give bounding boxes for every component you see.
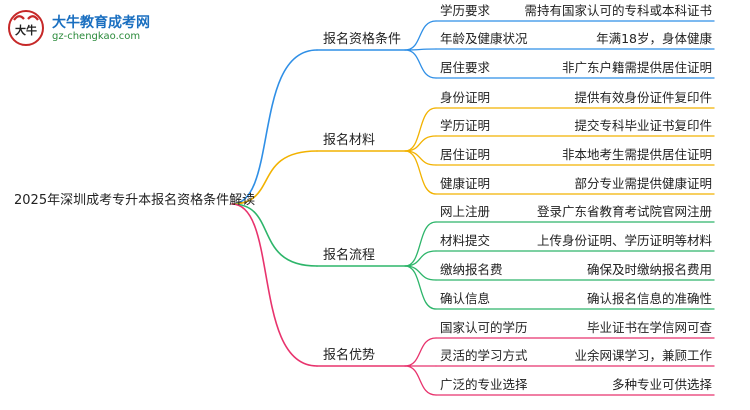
item-description: 非广东户籍需提供居住证明 — [561, 60, 712, 75]
branch-to-item-connector — [404, 150, 437, 195]
item-description: 需持有国家认可的专科或本科证书 — [524, 3, 712, 18]
item-label: 健康证明 — [440, 176, 491, 191]
item-description: 毕业证书在学信网可查 — [586, 320, 712, 335]
branch-to-item-connector — [404, 250, 437, 267]
branch-to-item-connector — [404, 337, 437, 367]
item-label: 居住要求 — [440, 60, 491, 75]
item-label: 居住证明 — [440, 147, 491, 162]
item-label: 学历要求 — [440, 3, 491, 18]
item-description: 业余网课学习，兼顾工作 — [574, 348, 712, 363]
branch-to-item-connector — [404, 221, 437, 267]
logo-site-name: 大牛教育成考网 — [52, 15, 150, 31]
item-label: 广泛的专业选择 — [440, 377, 528, 392]
item-description: 年满18岁，身体健康 — [596, 31, 712, 46]
branch-to-item-connector — [404, 265, 437, 310]
item-description: 登录广东省教育考试院官网注册 — [536, 204, 712, 219]
root-to-branch-connector — [231, 150, 318, 205]
item-label: 年龄及健康状况 — [440, 31, 528, 46]
item-label: 国家认可的学历 — [440, 320, 528, 335]
item-label: 缴纳报名费 — [440, 262, 503, 277]
item-description: 确认报名信息的准确性 — [586, 291, 712, 306]
item-label: 学历证明 — [440, 118, 491, 133]
item-label: 材料提交 — [440, 233, 491, 248]
branch-to-item-connector — [404, 107, 437, 152]
branch-to-item-connector — [404, 365, 437, 396]
branch-to-item-connector — [404, 49, 437, 79]
item-description: 确保及时缴纳报名费用 — [586, 262, 712, 277]
root-to-branch-connector — [231, 203, 318, 367]
bull-logo-icon: 大牛 — [8, 10, 44, 46]
branch-label-3: 报名流程 — [323, 248, 376, 263]
item-description: 多种专业可供选择 — [611, 377, 712, 392]
site-logo[interactable]: 大牛 大牛教育成考网 gz-chengkao.com — [6, 8, 206, 48]
item-description: 非本地考生需提供居住证明 — [561, 147, 712, 162]
branch-to-item-connector — [404, 135, 437, 152]
item-description: 提供有效身份证件复印件 — [574, 90, 712, 105]
item-label: 灵活的学习方式 — [440, 348, 528, 363]
item-description: 部分专业需提供健康证明 — [574, 176, 712, 191]
logo-site-url: gz-chengkao.com — [52, 31, 141, 42]
root-topic: 2025年深圳成考专升本报名资格条件解读 — [14, 193, 256, 208]
branch-label-4: 报名优势 — [323, 348, 376, 363]
logo-mark-text: 大牛 — [15, 23, 37, 37]
branch-label-1: 报名资格条件 — [323, 32, 402, 47]
branch-label-2: 报名材料 — [323, 133, 376, 148]
item-description: 上传身份证明、学历证明等材料 — [536, 233, 712, 248]
branch-to-item-connector — [404, 20, 437, 51]
item-label: 网上注册 — [440, 204, 491, 219]
item-description: 提交专科毕业证书复印件 — [574, 118, 712, 133]
item-label: 确认信息 — [440, 291, 491, 306]
item-label: 身份证明 — [440, 90, 491, 105]
root-to-branch-connector — [231, 49, 318, 205]
root-to-branch-connector — [231, 203, 318, 267]
